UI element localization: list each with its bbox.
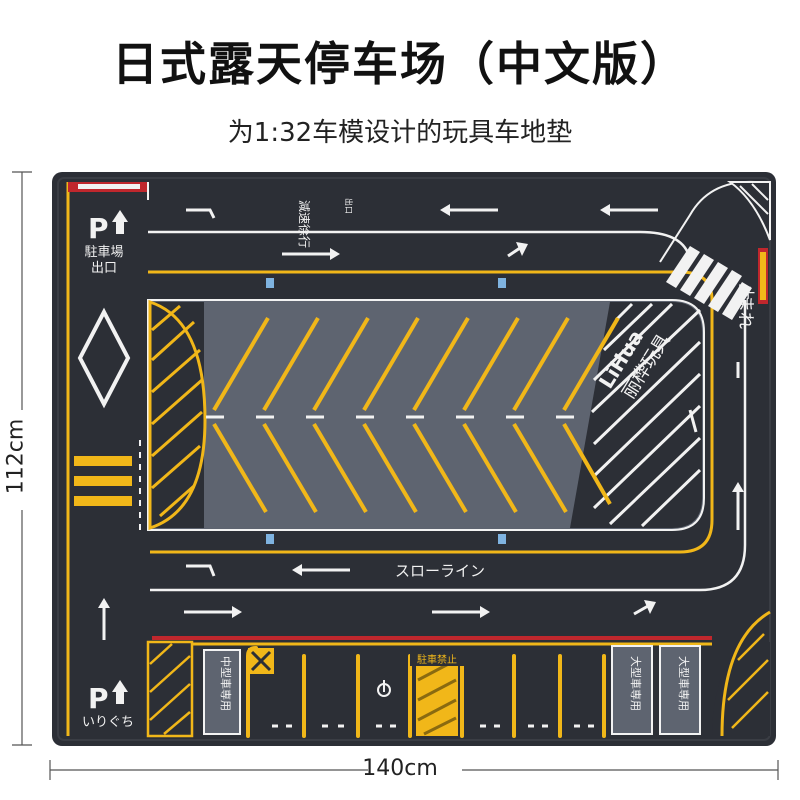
stop-sign-text-2: まれ — [735, 295, 755, 329]
yellow-stop-bars — [74, 456, 132, 506]
entrance-sign-text: いりぐち — [82, 715, 134, 730]
zebra-crossing — [666, 246, 752, 320]
compact-slot-label-1: 中型車専用 — [219, 656, 233, 711]
exit-sign-line2: 出口 — [91, 261, 117, 276]
wheelchair-icon — [377, 680, 391, 697]
bottom-parking-row: 中型車専用 大型車専用 大型車専用 駐車禁止 — [146, 610, 771, 738]
height-dimension-line — [12, 171, 32, 746]
slow-down-text: 減速徐行 — [297, 200, 312, 248]
parking-p-bottom: P — [88, 682, 109, 715]
no-parking-text: 駐車禁止 — [417, 653, 457, 666]
compact-slot-label-3: 大型車専用 — [677, 656, 691, 711]
width-dimension-label: 140cm — [362, 756, 438, 781]
height-dimension-label: 112cm — [3, 418, 29, 495]
stop-sign-text-1: 止 — [735, 284, 755, 301]
up-arrow-icon — [112, 210, 128, 234]
parking-p-top: P — [88, 212, 109, 245]
lane-arrows-top — [186, 204, 658, 260]
exit-sign-line1: 駐車場 — [84, 245, 123, 260]
exit-small-text: 出口 — [344, 198, 354, 214]
diamond-marking — [77, 307, 131, 409]
page-title: 日式露天停车场（中文版） — [112, 37, 688, 91]
width-dimension-line — [49, 760, 779, 780]
compact-slot-label-2: 大型車専用 — [629, 656, 643, 711]
lane-arrows-bottom — [98, 362, 744, 640]
slow-lane-text: スローライン — [395, 562, 485, 580]
up-arrow-icon-bottom — [112, 680, 128, 704]
corner-hatch-top-right — [726, 181, 771, 241]
page-subtitle: 为1:32车模设计的玩具车地垫 — [227, 118, 573, 148]
parking-lot-center: LiHua 丽桦玩具 — [147, 299, 705, 531]
